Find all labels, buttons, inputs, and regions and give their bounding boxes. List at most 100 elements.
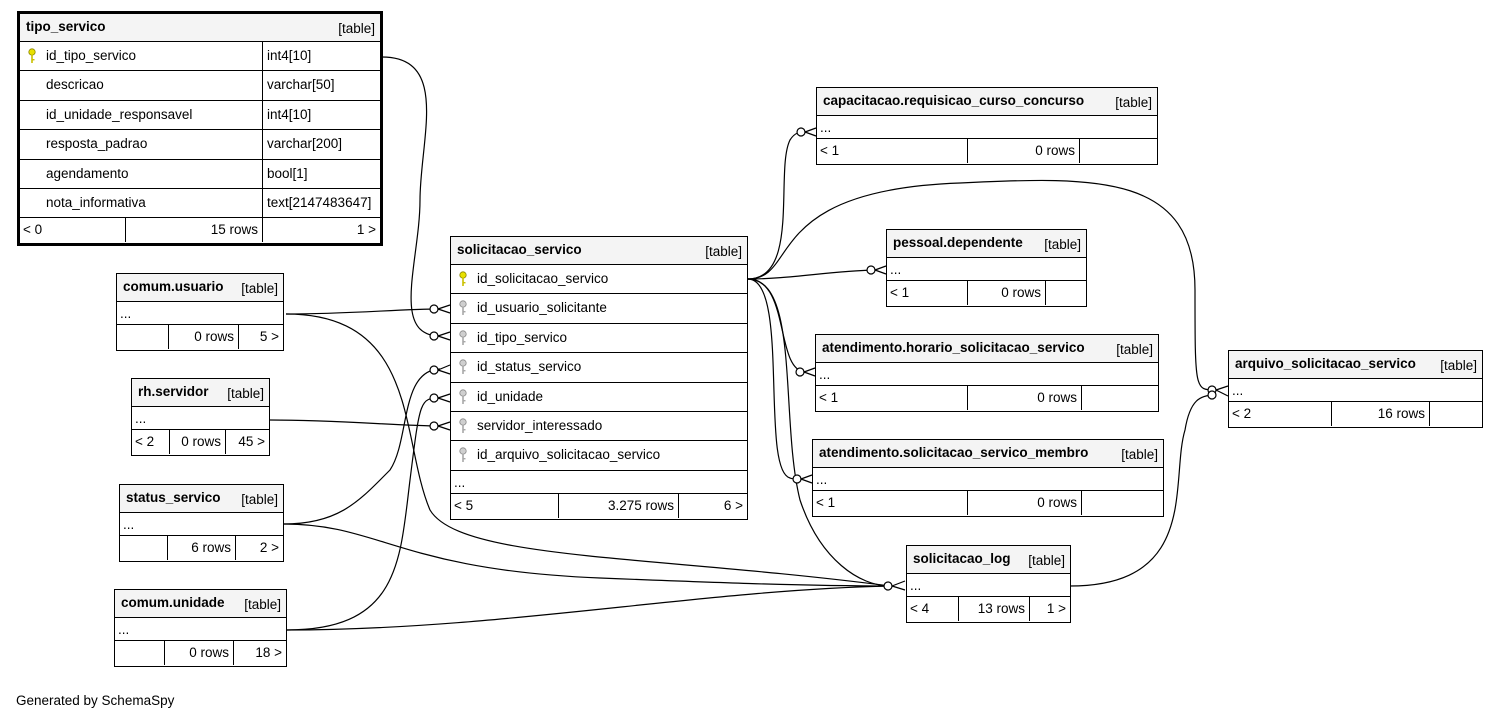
primary-key-icon (28, 48, 36, 63)
parents-link[interactable]: < 1 (816, 495, 836, 510)
table-footer: < 1 0 rows (816, 386, 1158, 410)
table-atendimento-horario-solicitacao-servico[interactable]: atendimento.horario_solicitacao_servico [… (815, 334, 1159, 412)
relation-endpoint (429, 393, 439, 403)
relation-line (747, 131, 807, 280)
ellipsis: ... (120, 306, 132, 321)
more-columns: ... (451, 471, 747, 494)
table-solicitacao-servico[interactable]: solicitacao_servico [table] id_solicitac… (450, 236, 748, 520)
crowfoot (437, 364, 451, 375)
relation-endpoint (429, 304, 439, 314)
parents-link[interactable]: < 0 (23, 222, 43, 238)
table-arquivo-solicitacao-servico[interactable]: arquivo_solicitacao_servico[table] ... <… (1228, 350, 1483, 428)
table-footer: < 2 0 rows 45 > (132, 430, 269, 454)
column-row: agendamento bool[1] (20, 159, 380, 189)
relation-endpoint (429, 331, 439, 341)
parents-link[interactable]: < 4 (910, 601, 930, 616)
table-header: comum.unidade[table] (115, 590, 286, 618)
row-count: 13 rows (977, 601, 1025, 616)
column-name: id_status_servico (477, 359, 582, 375)
ellipsis: ... (454, 474, 466, 490)
table-kind: [table] (1115, 95, 1152, 110)
table-footer: < 5 3.275 rows 6 > (451, 493, 747, 518)
parents-link[interactable]: < 2 (135, 434, 155, 449)
table-tipo-servico[interactable]: tipo_servico [table] id_tipo_servico int… (17, 11, 383, 246)
table-header: arquivo_solicitacao_servico[table] (1229, 351, 1482, 379)
parents-link[interactable]: < 2 (1232, 406, 1252, 421)
row-count: 0 rows (181, 434, 221, 449)
relation-line (286, 585, 891, 631)
table-atendimento-solicitacao-servico-membro[interactable]: atendimento.solicitacao_servico_membro[t… (812, 439, 1164, 517)
table-header: atendimento.solicitacao_servico_membro[t… (813, 440, 1163, 468)
more-columns: ... (887, 258, 1086, 281)
table-footer: < 2 16 rows (1229, 402, 1482, 426)
relation-line (285, 313, 891, 587)
more-columns: ... (907, 574, 1070, 597)
row-count: 3.275 rows (607, 497, 674, 513)
column-row: resposta_padrao varchar[200] (20, 130, 380, 160)
crowfoot (800, 474, 813, 484)
table-solicitacao-log[interactable]: solicitacao_log[table] ... < 4 13 rows 1… (906, 545, 1071, 623)
table-comum-unidade[interactable]: comum.unidade[table] ... 0 rows 18 > (114, 589, 287, 667)
table-comum-usuario[interactable]: comum.usuario[table] ... 0 rows 5 > (116, 273, 284, 351)
relation-line (285, 308, 441, 315)
parents-link[interactable]: < 1 (820, 143, 840, 158)
table-footer: < 0 15 rows 1 > (20, 218, 380, 243)
table-name: atendimento.horario_solicitacao_servico (822, 340, 1085, 355)
children-link[interactable]: 18 > (255, 645, 282, 660)
row-count: 15 rows (210, 222, 258, 238)
table-pessoal-dependente[interactable]: pessoal.dependente[table] ... < 1 0 rows (886, 229, 1087, 307)
column-name: agendamento (46, 165, 129, 181)
more-columns: ... (817, 116, 1157, 139)
parents-link[interactable]: < 5 (454, 497, 474, 513)
column-name: descricao (46, 77, 104, 93)
table-footer: 0 rows 18 > (115, 641, 286, 665)
table-footer: < 1 0 rows (817, 139, 1157, 163)
relation-endpoint (795, 367, 805, 377)
table-header: solicitacao_servico [table] (451, 237, 747, 265)
children-link[interactable]: 2 > (259, 540, 279, 555)
ellipsis: ... (135, 411, 147, 426)
row-count: 0 rows (194, 329, 234, 344)
table-kind: [table] (1116, 342, 1153, 357)
table-status-servico[interactable]: status_servico[table] ... 6 rows 2 > (119, 484, 284, 562)
table-kind: [table] (1044, 237, 1081, 252)
foreign-key-icon (459, 418, 467, 433)
table-rh-servidor[interactable]: rh.servidor[table] ... < 2 0 rows 45 > (131, 378, 270, 456)
children-link[interactable]: 45 > (238, 434, 265, 449)
foreign-key-icon (459, 300, 467, 316)
relation-endpoint (796, 127, 806, 137)
column-name: id_arquivo_solicitacao_servico (477, 447, 661, 463)
parents-link[interactable]: < 1 (819, 390, 839, 405)
children-link[interactable]: 5 > (259, 329, 279, 344)
row-count: 0 rows (1037, 495, 1077, 510)
column-row: id_tipo_servico int4[10] (20, 42, 380, 72)
children-link[interactable]: 6 > (723, 497, 743, 513)
table-header: rh.servidor[table] (132, 379, 269, 407)
column-name: id_solicitacao_servico (477, 271, 609, 286)
column-row: id_status_servico (451, 353, 747, 383)
children-link[interactable]: 1 > (356, 222, 376, 238)
ellipsis: ... (820, 120, 832, 135)
foreign-key-icon (459, 388, 467, 404)
parents-link[interactable]: < 1 (890, 285, 910, 300)
table-header: status_servico[table] (120, 485, 283, 513)
crowfoot (891, 580, 906, 591)
column-row: id_solicitacao_servico (451, 265, 747, 295)
ellipsis: ... (910, 578, 922, 593)
column-name: id_unidade_responsavel (46, 106, 193, 122)
row-count: 16 rows (1377, 406, 1425, 421)
relation-line (747, 179, 1216, 391)
children-link[interactable]: 1 > (1046, 601, 1066, 616)
column-name: id_tipo_servico (477, 329, 568, 345)
table-name: solicitacao_servico (457, 242, 582, 257)
table-kind: [table] (227, 386, 264, 401)
table-header: solicitacao_log[table] (907, 546, 1070, 574)
table-footer: < 1 0 rows (887, 281, 1086, 305)
relation-line (286, 397, 441, 631)
table-capacitacao-requisicao-curso-concurso[interactable]: capacitacao.requisicao_curso_concurso[ta… (816, 87, 1158, 165)
table-footer: 0 rows 5 > (117, 325, 283, 349)
primary-key-icon (459, 271, 467, 286)
foreign-key-icon (459, 359, 467, 375)
column-name: id_unidade (477, 388, 544, 404)
